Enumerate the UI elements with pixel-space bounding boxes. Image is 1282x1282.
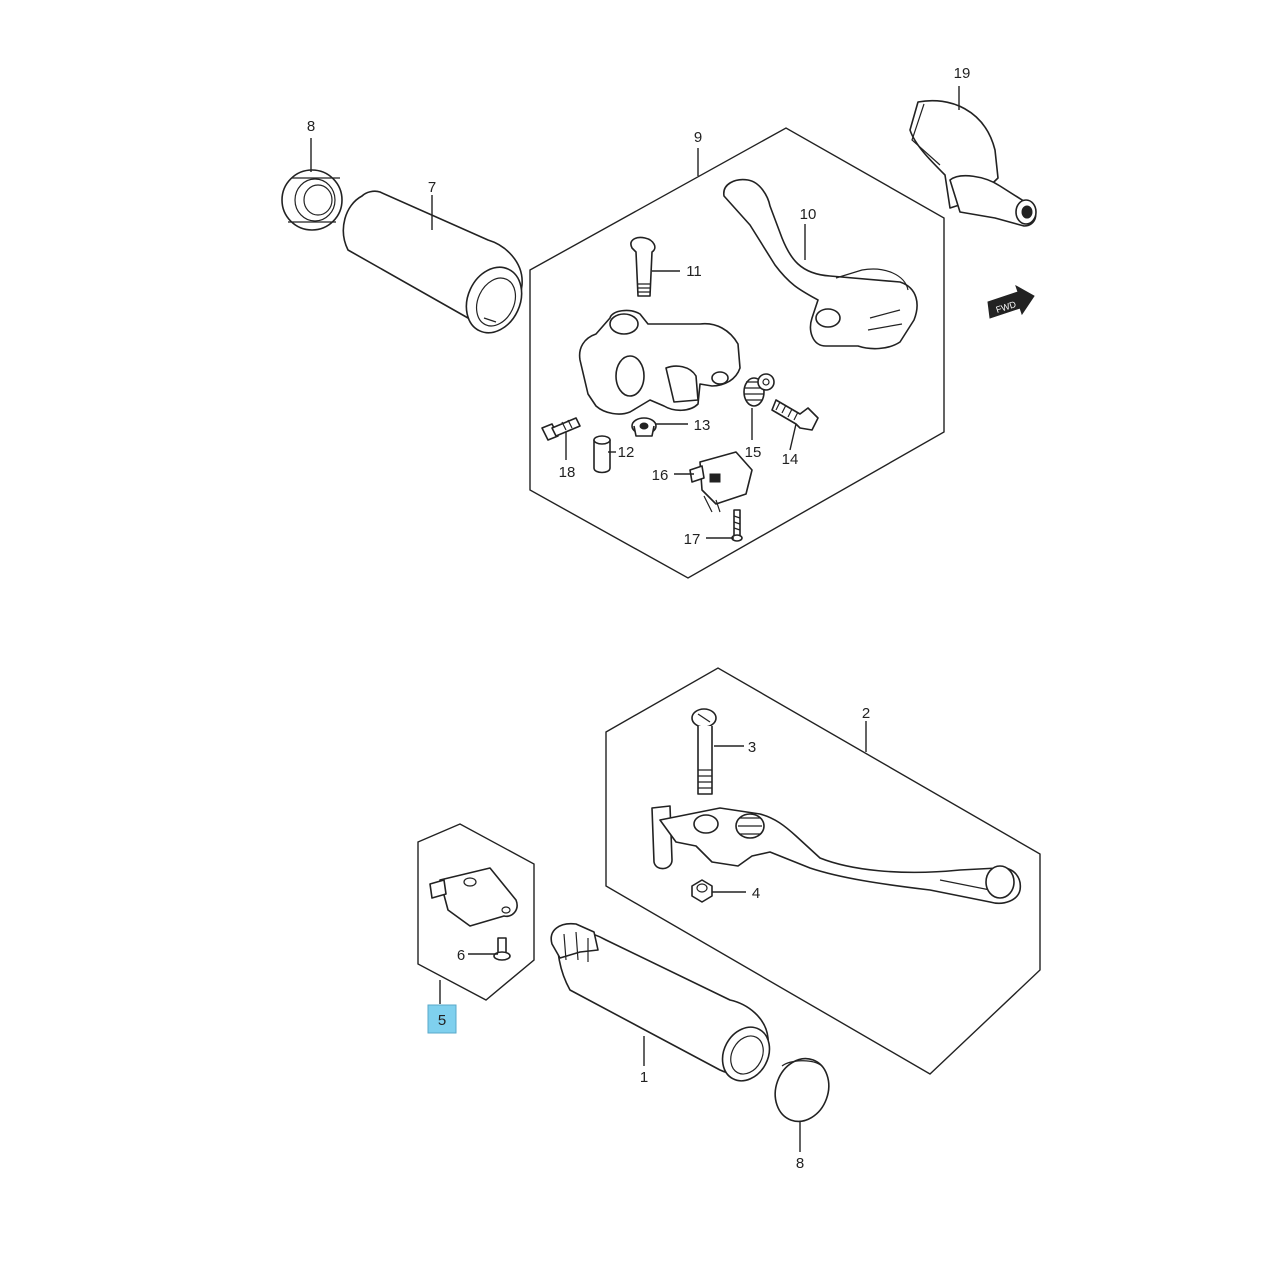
part-12-sleeve [593, 435, 611, 474]
part-15-adjuster-wheel [743, 373, 775, 407]
callout-7[interactable]: 7 [428, 179, 436, 196]
callout-8-upper[interactable]: 8 [307, 118, 315, 135]
group-outline-5 [417, 823, 535, 1001]
part-8-lower-cap [774, 1057, 830, 1123]
callout-15[interactable]: 15 [745, 444, 762, 461]
callout-5[interactable]: 5 [438, 1012, 446, 1029]
callout-6[interactable]: 6 [457, 947, 465, 964]
callout-10[interactable]: 10 [800, 206, 817, 223]
part-18-bolt [541, 417, 581, 441]
part-14-screw [771, 399, 819, 431]
part-5-switch [429, 867, 518, 927]
part-10-lever [723, 178, 918, 350]
fwd-arrow-icon: FWD [987, 284, 1035, 319]
callout-4[interactable]: 4 [752, 885, 760, 902]
part-13-plug [631, 417, 657, 437]
part-8-upper-ring [281, 169, 343, 231]
leader-lines [310, 86, 960, 1152]
part-9-perch [578, 309, 741, 415]
callout-18[interactable]: 18 [559, 464, 576, 481]
part-7-grip [342, 190, 523, 334]
callout-17[interactable]: 17 [684, 531, 701, 548]
callout-1[interactable]: 1 [640, 1069, 648, 1086]
callout-16[interactable]: 16 [652, 467, 669, 484]
callout-9[interactable]: 9 [694, 129, 702, 146]
part-17-screw [731, 509, 743, 542]
part-1-throttle-grip [550, 922, 771, 1082]
callout-2[interactable]: 2 [862, 705, 870, 722]
callout-19[interactable]: 19 [954, 65, 971, 82]
part-19-boot [909, 99, 1037, 227]
callout-11[interactable]: 11 [686, 263, 702, 280]
highlight-box-5 [427, 1004, 457, 1034]
part-16-switch [689, 451, 753, 513]
callout-3[interactable]: 3 [748, 739, 756, 756]
group-outline-2 [605, 667, 1041, 1075]
group-outline-9 [529, 127, 945, 579]
part-3-pivot-bolt [691, 708, 717, 795]
callout-8-lower[interactable]: 8 [796, 1155, 804, 1172]
part-11-pivot-bolt [630, 236, 656, 297]
callout-12[interactable]: 12 [618, 444, 635, 461]
part-6-screw [493, 937, 511, 961]
callout-14[interactable]: 14 [782, 451, 799, 468]
part-4-nut [691, 879, 713, 903]
part-2-lever-assembly [651, 805, 1022, 905]
callout-13[interactable]: 13 [694, 417, 711, 434]
